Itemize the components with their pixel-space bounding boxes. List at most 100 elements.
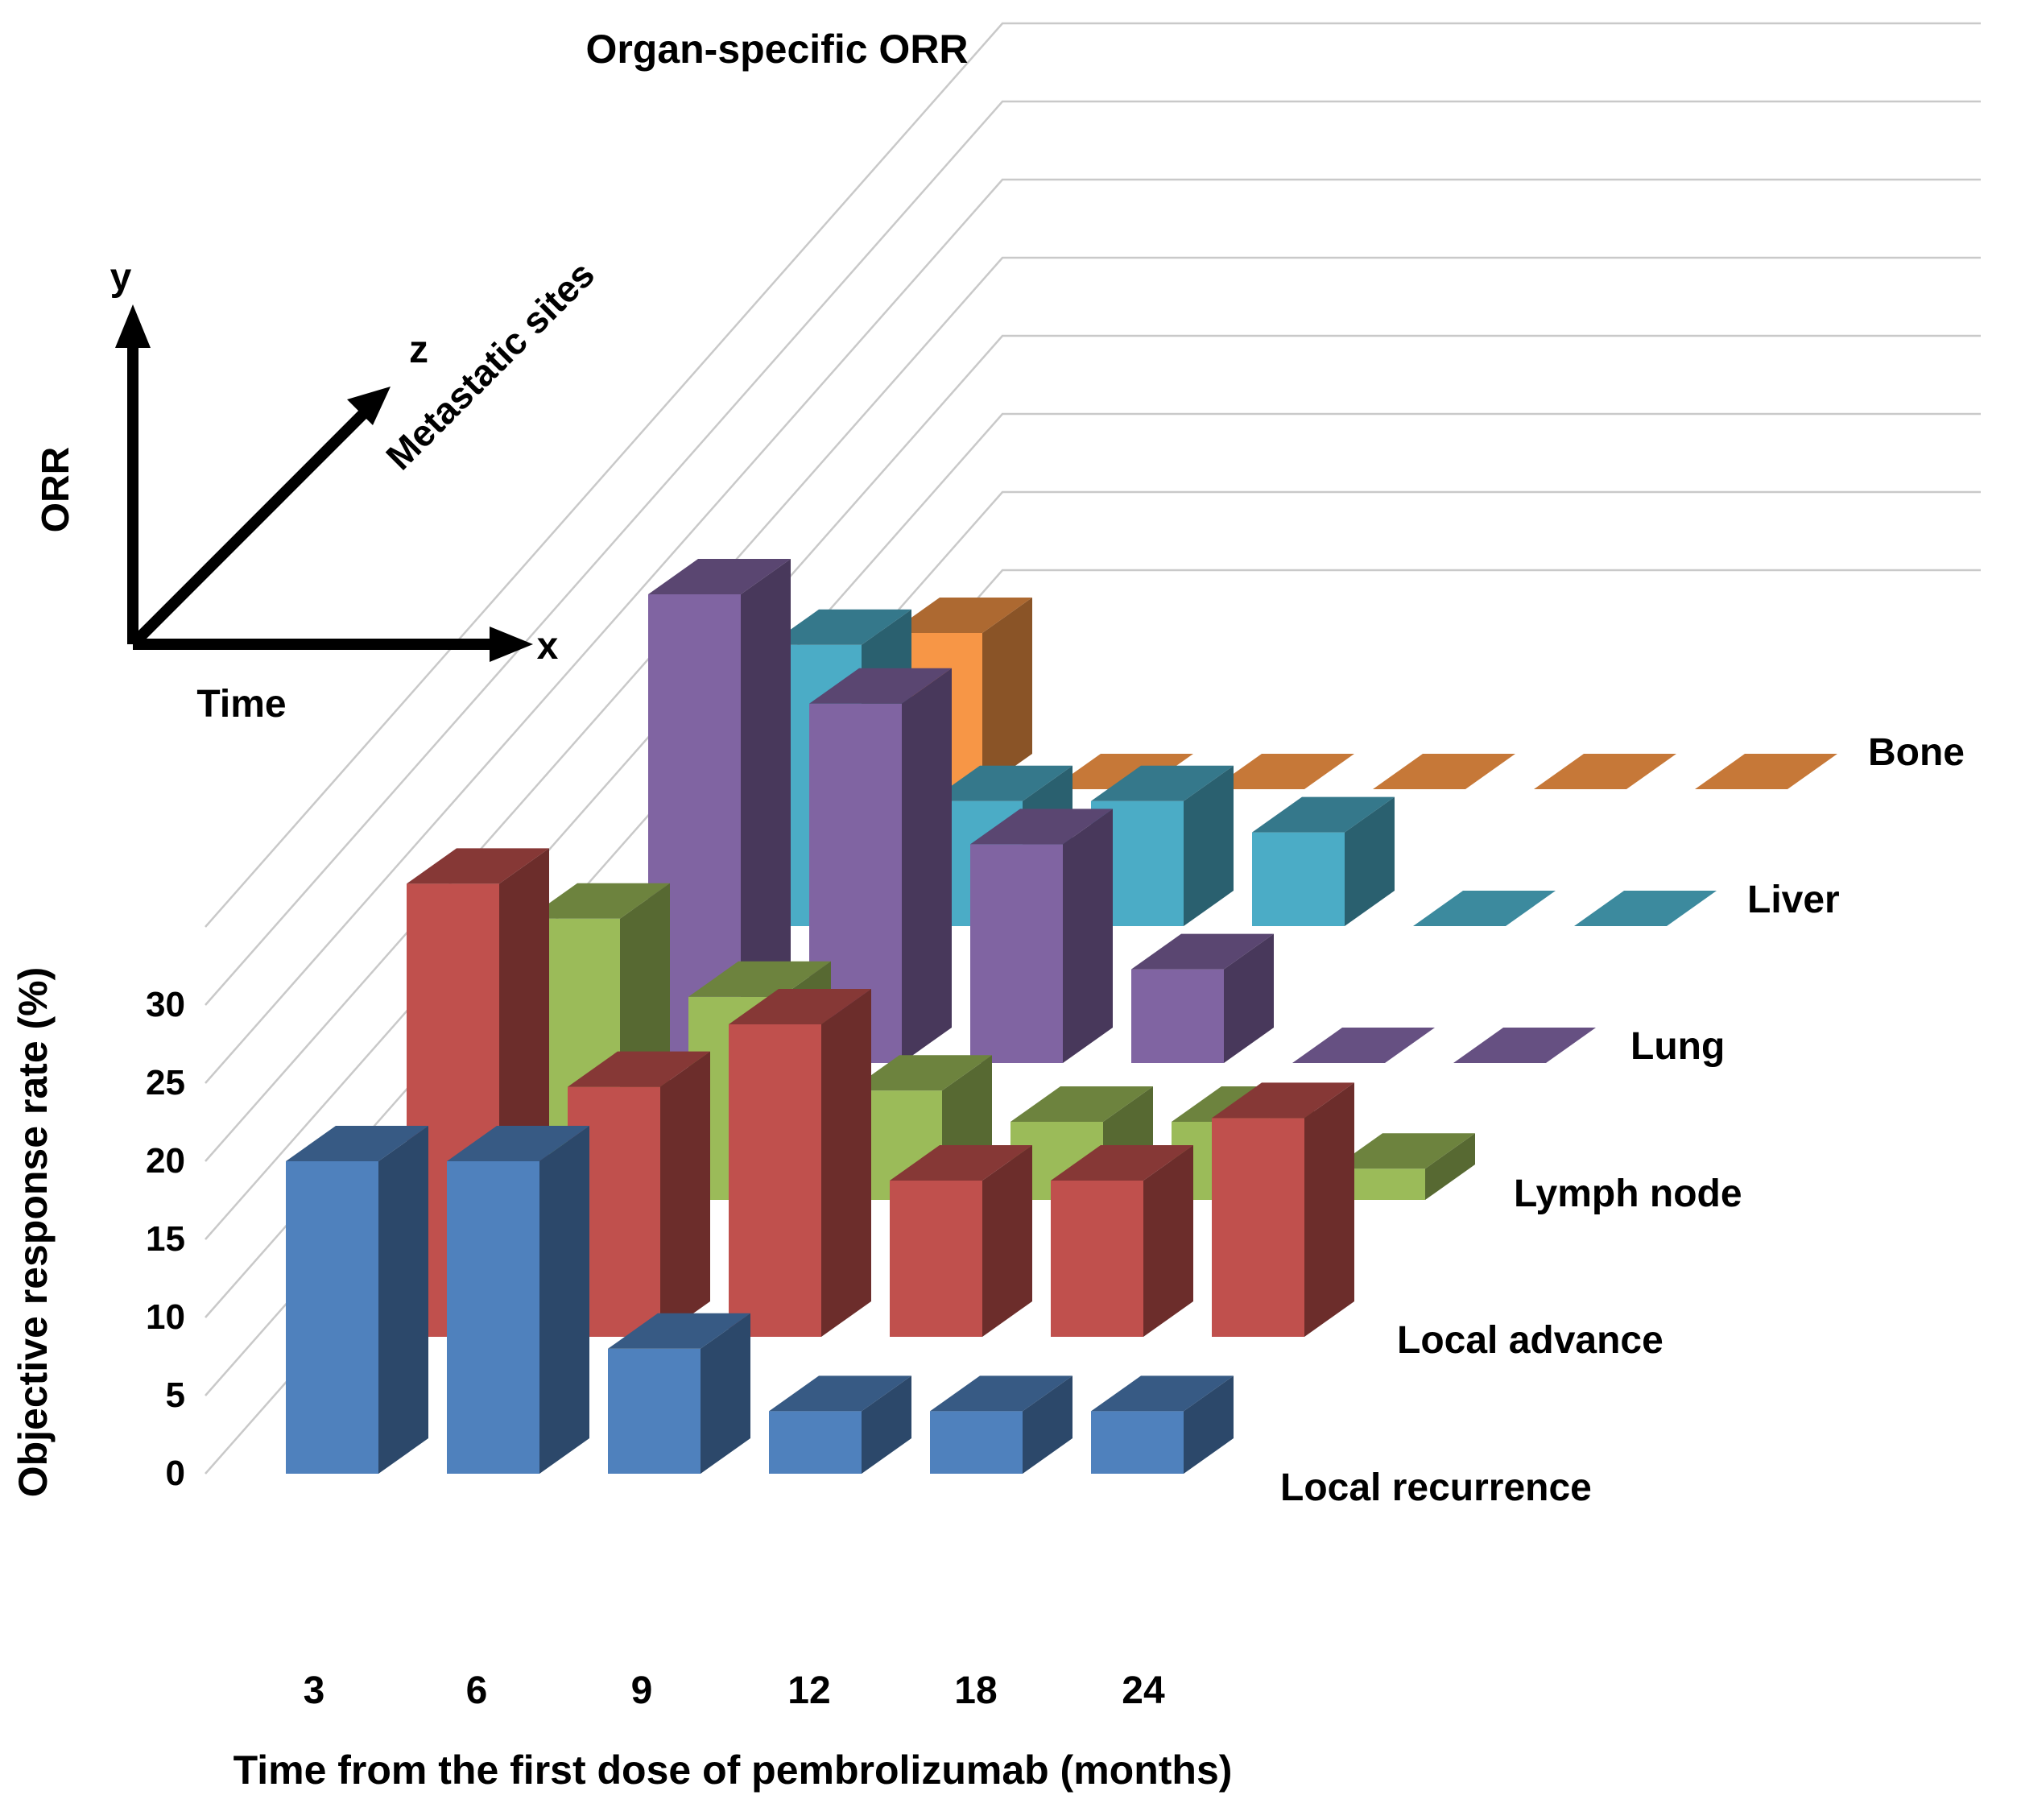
bar-bone-6mo [1051,754,1193,789]
series-row-lung [648,559,1596,1063]
gridline-30 [205,100,1981,1006]
bars [286,559,1837,1474]
bar-lung-6mo [809,668,952,1063]
bar-bone-9mo [1212,754,1354,789]
bar-top-face [407,848,549,884]
bar-front-face [1333,1169,1425,1200]
bar-side-face [1023,1375,1072,1474]
series-row-bone [890,598,1837,789]
zero-tile [1453,1028,1596,1063]
x-tick-12: 12 [787,1669,830,1712]
bar-front-face [648,594,741,1063]
x-tick-labels: 3 6 9 12 18 24 [304,1669,1165,1712]
axis-y-name: ORR [35,447,77,533]
y-tick-5: 5 [166,1375,185,1415]
axis-z-letter: z [409,329,428,371]
bar-side-face [982,598,1032,789]
zero-tile [1212,754,1354,789]
bar-front-face [1252,832,1345,926]
zero-tile [1534,754,1676,789]
series-label-lung: Lung [1630,1025,1725,1068]
zero-tile [1051,754,1193,789]
x-tick-6: 6 [466,1669,488,1712]
bar-side-face [1345,796,1395,926]
bar-side-face [741,559,791,1063]
axis-diagram-lines [127,338,499,650]
bar-side-face [862,1375,911,1474]
bar-top-face [849,1055,992,1091]
bar-bone-24mo [1695,754,1837,789]
bar-top-face [527,883,670,919]
gridline-35 [205,22,1981,928]
x-tick-24: 24 [1122,1669,1165,1712]
bar-local-recurrence-12mo [769,1375,911,1474]
x-arrowhead-icon [490,627,533,662]
zero-tile [1373,754,1515,789]
bar-top-face [729,989,871,1024]
x-tick-3: 3 [304,1669,325,1712]
bar-liver-18mo [1413,891,1556,926]
bar-front-face [1091,1411,1184,1474]
bar-local-recurrence-3mo [286,1126,428,1474]
bar-front-face [729,1024,821,1337]
bar-side-face [902,668,952,1063]
y-arrowhead-icon [115,304,151,348]
bar-local-recurrence-18mo [930,1375,1072,1474]
bar-local-recurrence-9mo [608,1313,750,1474]
bar-side-face [1143,1145,1193,1337]
bar-lung-9mo [970,809,1113,1063]
y-tick-labels: 30 25 20 15 10 5 0 [146,985,185,1493]
bar-top-face [1333,1133,1475,1169]
bar-side-face [1304,1082,1354,1337]
bar-top-face [1131,933,1274,970]
bar-top-face [970,809,1113,845]
bar-side-face [982,1145,1032,1337]
bar-bone-18mo [1534,754,1676,789]
bar-side-face [1425,1133,1475,1200]
y-tick-10: 10 [146,1297,185,1337]
zero-tile [1574,891,1717,926]
bar-bone-12mo [1373,754,1515,789]
bar-lung-24mo [1453,1028,1596,1063]
bar-side-face [378,1126,428,1474]
y-tick-25: 25 [146,1063,185,1102]
series-row-local-recurrence [286,1126,1234,1474]
series-label-liver: Liver [1747,879,1840,921]
bar-top-face [1091,1375,1234,1412]
bar-top-face [930,765,1072,801]
x-axis-title: Time from the first dose of pembrolizuma… [234,1748,1233,1793]
series-label-bone: Bone [1868,731,1965,774]
bar-front-face [930,1411,1023,1474]
series-label-lymph-node: Lymph node [1514,1173,1742,1215]
y-tick-0: 0 [166,1454,185,1493]
bar-top-face [1252,796,1395,833]
bar-lymph-node-24mo [1333,1133,1475,1200]
bar-top-face [447,1126,589,1161]
series-label-local-recurrence: Local recurrence [1280,1466,1592,1509]
x-tick-18: 18 [954,1669,997,1712]
bar-side-face [821,989,871,1337]
bar-top-face [769,609,911,645]
bar-side-face [701,1313,750,1474]
bar-top-face [286,1126,428,1161]
bar-top-face [568,1051,710,1087]
bar-side-face [660,1051,710,1337]
bar-front-face [286,1161,378,1474]
y-tick-15: 15 [146,1219,185,1259]
x-tick-9: 9 [631,1669,653,1712]
bar-front-face [608,1348,701,1474]
bar-top-face [769,1375,911,1412]
bar-top-face [648,559,791,594]
zero-tile [1413,891,1556,926]
bar-side-face [1184,1375,1234,1474]
bar-front-face [1131,969,1224,1063]
bar-front-face [447,1161,539,1474]
series-labels: Bone Liver Lung Lymph node Local advance… [1280,731,1965,1509]
zero-tile [1695,754,1837,789]
bar-top-face [890,598,1032,633]
bar-top-face [1091,765,1234,801]
bar-liver-9mo [1091,765,1234,926]
bar-top-face [1212,1082,1354,1119]
bar-top-face [688,961,831,997]
